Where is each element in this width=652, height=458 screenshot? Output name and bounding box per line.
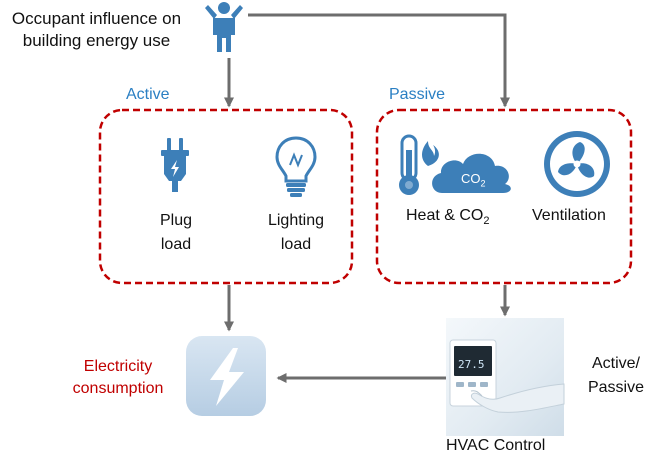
fan-icon — [544, 131, 610, 197]
lighting-load-line2: load — [280, 236, 312, 253]
passive-box — [375, 108, 633, 285]
lighting-load-line1: Lighting — [267, 212, 325, 229]
hvac-mode-label: Active/ Passive — [582, 352, 650, 400]
arrow-to-passive — [248, 13, 510, 108]
thermostat-display: 27.5 — [458, 358, 485, 371]
lightning-icon — [186, 336, 266, 416]
cloud-co2-text: CO2 — [461, 171, 486, 189]
thermostat-photo: 27.5 — [446, 318, 565, 436]
lighting-load-label: Lighting load — [254, 209, 338, 257]
cloud-icon — [432, 153, 511, 193]
occupant-label-line2: building energy use — [22, 31, 171, 50]
lightbulb-icon — [275, 136, 317, 197]
occupant-label-line1: Occupant influence on — [11, 9, 182, 28]
plug-load-line2: load — [160, 236, 192, 253]
plug-icon — [161, 138, 189, 192]
hvac-control-label: HVAC Control — [446, 437, 546, 454]
heat-co2-label: Heat & CO2 — [406, 207, 490, 228]
active-heading: Active — [126, 86, 170, 103]
thermometer-icon — [399, 134, 419, 195]
person-icon — [205, 2, 243, 52]
electricity-line1: Electricity — [83, 358, 153, 375]
plug-load-line1: Plug — [159, 212, 193, 229]
electricity-label: Electricity consumption — [55, 356, 181, 400]
plug-load-label: Plug load — [145, 209, 207, 257]
arrows — [224, 13, 510, 383]
occupant-label: Occupant influence on building energy us… — [4, 8, 189, 52]
hvac-mode-line1: Active/ — [591, 355, 640, 372]
passive-heading: Passive — [389, 86, 446, 103]
ventilation-label: Ventilation — [532, 207, 606, 224]
active-box — [98, 108, 354, 285]
hvac-mode-line2: Passive — [587, 379, 645, 396]
flame-icon — [422, 141, 439, 166]
electricity-line2: consumption — [72, 380, 164, 397]
